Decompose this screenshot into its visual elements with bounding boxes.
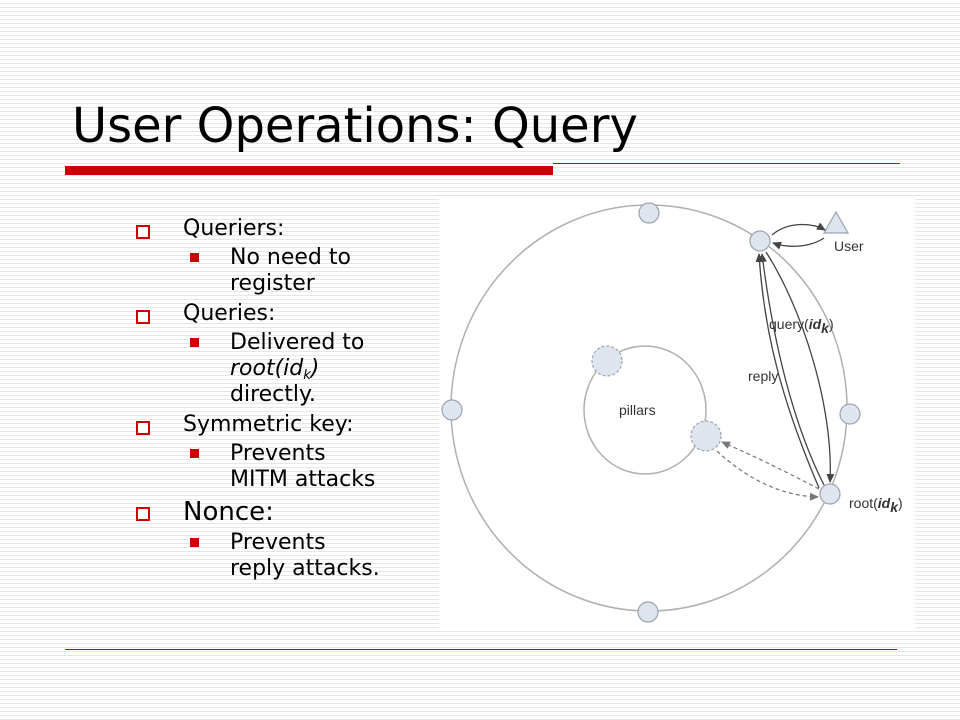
reply-label: reply — [748, 368, 778, 384]
reply-arrow-2 — [755, 253, 820, 489]
root-label-close: ) — [898, 495, 903, 511]
title-underline-thin — [553, 163, 900, 164]
sub-bullet-symmetric-key: Prevents MITM attacks — [190, 441, 435, 493]
bullet-nonce: Nonce: — [135, 497, 435, 527]
node-bottom — [637, 601, 659, 623]
pillar-arrow-from — [716, 450, 819, 501]
hollow-square-bullet-icon — [136, 507, 150, 521]
bullet-nonce-label: Nonce: — [183, 497, 274, 527]
sub-bullet-line: MITM attacks — [230, 467, 376, 492]
bullet-queries-label: Queries: — [183, 301, 276, 326]
query-arrow — [765, 251, 835, 483]
bullet-symmetric-key-label: Symmetric key: — [183, 412, 354, 437]
bullet-queries: Queries: — [135, 301, 435, 327]
sub-bullet-line: reply attacks. — [230, 556, 380, 581]
footer-rule — [65, 649, 897, 650]
sub-bullet-queriers: No need to register — [190, 245, 435, 297]
user-label: User — [834, 238, 864, 254]
sub-bullet-line: register — [230, 271, 315, 296]
node-left — [441, 399, 463, 421]
root-subscript: k — [303, 368, 311, 383]
query-label: query(idk) — [769, 316, 834, 336]
root-label-text: root( — [849, 495, 878, 511]
sub-bullet-line: Delivered to — [230, 330, 365, 355]
bullet-queriers: Queriers: — [135, 216, 435, 242]
root-label-id: id — [878, 495, 891, 511]
sub-bullet-line: No need to — [230, 245, 351, 270]
root-close: ) — [310, 356, 320, 381]
root-label: root(idk) — [849, 495, 903, 515]
filled-square-bullet-icon — [190, 449, 199, 458]
sub-bullet-line: Prevents — [230, 441, 326, 466]
diagram-svg: User pillars query(idk) reply root(idk) — [441, 202, 903, 623]
query-label-text: query( — [769, 316, 809, 332]
pillars-label: pillars — [619, 402, 656, 418]
user-arrow-in — [771, 222, 826, 236]
sub-bullet-root-line: root(idk) — [230, 356, 435, 382]
reply-arrow-1 — [759, 253, 825, 486]
node-right — [839, 403, 861, 425]
hollow-square-bullet-icon — [136, 225, 150, 239]
filled-square-bullet-icon — [190, 538, 199, 547]
bullet-symmetric-key: Symmetric key: — [135, 412, 435, 438]
root-text: root(id — [230, 356, 304, 381]
sub-bullet-line: directly. — [230, 382, 316, 407]
pillars-ring — [583, 345, 707, 475]
sub-bullet-line: Prevents — [230, 530, 326, 555]
node-top — [638, 202, 660, 224]
pillar-node-1 — [591, 345, 623, 377]
hollow-square-bullet-icon — [136, 421, 150, 435]
user-triangle-icon — [822, 210, 850, 234]
node-user-entry — [749, 230, 771, 252]
query-diagram: User pillars query(idk) reply root(idk) — [439, 196, 915, 628]
filled-square-bullet-icon — [190, 253, 199, 262]
query-label-id: id — [809, 316, 822, 332]
pillar-arrow-to — [721, 441, 820, 490]
root-label-subscript: k — [890, 499, 899, 515]
title-underline-thick — [65, 166, 553, 175]
bullet-list: Queriers: No need to register Queries: D… — [135, 212, 435, 586]
pillar-node-2 — [690, 420, 722, 452]
sub-bullet-queries: Delivered to root(idk) directly. — [190, 330, 435, 408]
user-arrow-out — [772, 237, 825, 250]
node-root — [819, 483, 841, 505]
sub-bullet-nonce: Prevents reply attacks. — [190, 530, 435, 582]
query-label-close: ) — [829, 316, 834, 332]
hollow-square-bullet-icon — [136, 310, 150, 324]
filled-square-bullet-icon — [190, 338, 199, 347]
bullet-queriers-label: Queriers: — [183, 216, 285, 241]
query-label-subscript: k — [821, 320, 830, 336]
slide-title: User Operations: Query — [72, 98, 638, 154]
